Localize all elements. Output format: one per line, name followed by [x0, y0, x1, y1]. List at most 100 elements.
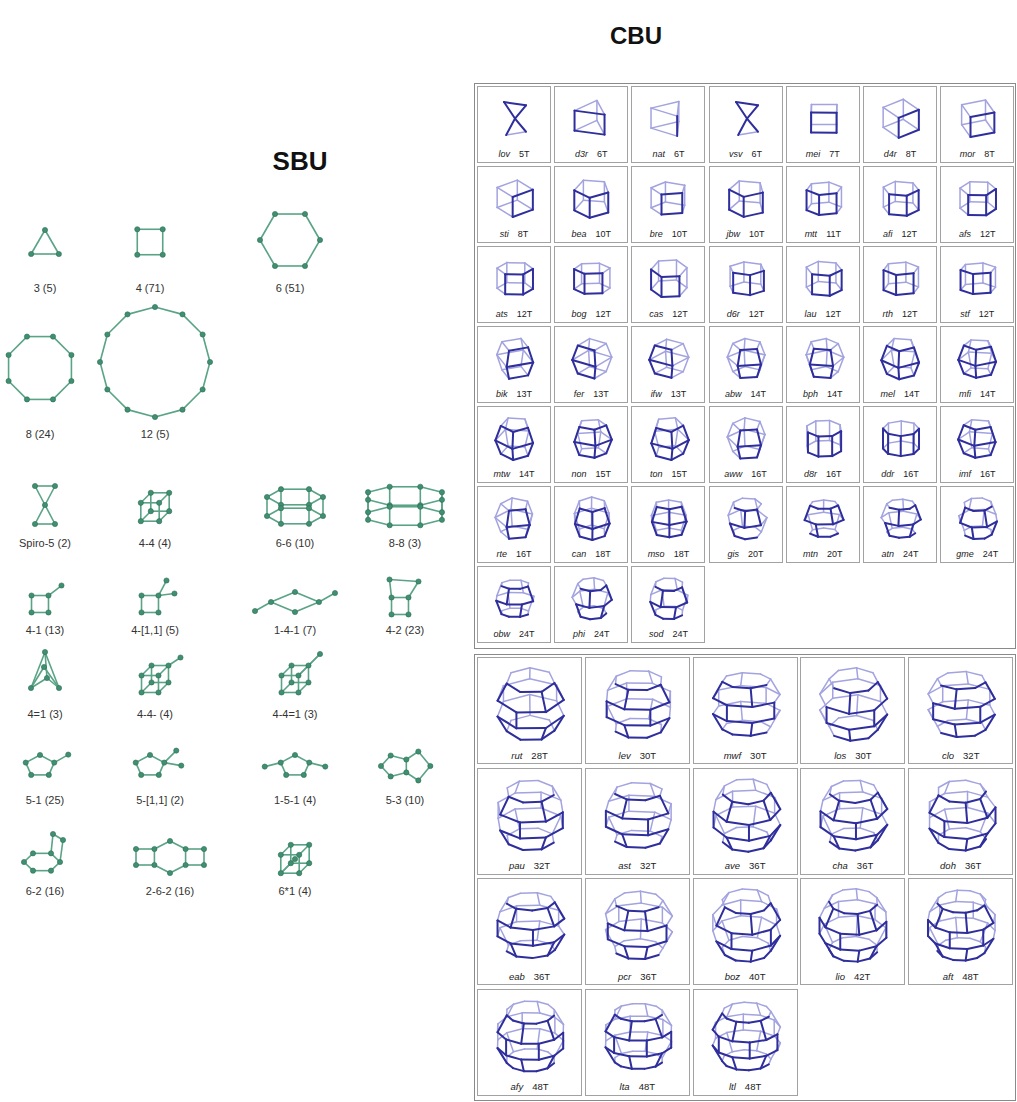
cbu-code: imf: [959, 470, 971, 480]
cage-edge: [615, 794, 627, 799]
cage-edge: [652, 443, 673, 448]
section-heading: SBU: [273, 146, 328, 177]
cage-edge: [804, 520, 815, 524]
cbu-code: afs: [959, 230, 971, 240]
sbu-atom: [147, 752, 152, 757]
sbu-bond: [390, 506, 421, 508]
cage-edge: [901, 421, 914, 423]
cage-edge: [732, 423, 739, 430]
cage-edge: [960, 188, 968, 195]
cage-edge: [991, 442, 996, 455]
cage-edge: [629, 811, 655, 812]
cage-edge: [607, 193, 609, 213]
cage-edge: [519, 827, 538, 829]
sbu-atom: [268, 599, 273, 604]
sbu-bond: [281, 504, 309, 506]
cage-edge: [507, 684, 521, 692]
cage-edge: [895, 181, 913, 183]
sbu-bond: [390, 486, 421, 488]
cage-edge: [526, 509, 530, 525]
cage-edge: [574, 190, 589, 198]
sbu-atom: [6, 352, 11, 357]
cage-edge: [851, 691, 869, 694]
t-atom-count: 24T: [519, 630, 535, 640]
cage-edge: [523, 800, 542, 803]
cage-edge: [601, 606, 604, 618]
cage-edge: [760, 674, 770, 679]
cage-edge: [960, 270, 962, 290]
cage-edge: [530, 715, 549, 720]
cage-edge: [744, 282, 761, 284]
cage-edge: [812, 274, 830, 276]
cage-edge: [507, 589, 509, 605]
cbu-code: bph: [803, 390, 818, 400]
cbu-drawing: [864, 407, 938, 468]
t-atom-count: 10T: [595, 230, 611, 240]
cage-edge: [605, 524, 610, 537]
cage-edge: [574, 180, 583, 190]
cage-edge: [959, 360, 965, 374]
cage-edge: [971, 112, 995, 117]
cage-edge: [965, 508, 973, 511]
cage-edge: [652, 522, 670, 525]
cbu-drawing: [632, 247, 706, 308]
cage-edge: [497, 263, 507, 269]
cage-edge: [729, 523, 734, 536]
cage-edge: [835, 113, 837, 133]
cbu-cell: obw24T: [477, 566, 551, 643]
cage-edge: [655, 345, 672, 349]
cage-edge: [515, 712, 517, 728]
cage-edge: [812, 528, 823, 530]
cage-edge: [960, 523, 972, 528]
cage-edge: [671, 432, 674, 449]
cage-edge: [606, 810, 622, 817]
sbu-bond: [305, 240, 320, 266]
cage-edge: [899, 110, 919, 118]
cbu-cell: d8r16T: [786, 406, 860, 483]
cage-edge: [502, 580, 510, 582]
cage-edge: [600, 283, 610, 288]
sbu-atom: [389, 612, 394, 617]
cage-edge: [840, 270, 842, 290]
cage-edge: [500, 796, 508, 814]
t-atom-count: 14T: [980, 390, 996, 400]
sbu-atom: [301, 772, 306, 777]
cage-edge: [807, 432, 809, 452]
cage-edge: [517, 200, 533, 209]
cage-edge: [517, 180, 519, 200]
cage-edge: [497, 187, 513, 196]
cage-edge: [660, 795, 668, 813]
cage-edge: [894, 339, 911, 340]
cage-edge: [887, 434, 889, 454]
cbu-code: ifw: [651, 390, 662, 400]
cage-edge: [962, 125, 971, 137]
sbu-label: 4-[1,1] (5): [131, 624, 179, 637]
cage-edge: [752, 718, 774, 722]
cage-edge: [861, 780, 864, 792]
cage-edge: [898, 524, 913, 525]
cage-edge: [749, 275, 751, 295]
cage-edge: [844, 779, 861, 781]
cage-edge: [973, 293, 990, 294]
cage-edge: [651, 128, 677, 136]
cage-edge: [682, 507, 687, 522]
cage-edge: [874, 710, 876, 726]
cage-edge: [898, 118, 900, 138]
cbu-cell: bik13T: [477, 326, 551, 403]
cbu-caption: d3r6T: [555, 150, 627, 160]
cage-edge: [595, 453, 607, 457]
sbu-label: 5-1 (25): [26, 794, 65, 807]
sbu-atom: [135, 252, 140, 257]
cage-edge: [810, 364, 833, 366]
cage-edge: [572, 597, 576, 604]
cbu-caption: mso18T: [632, 550, 704, 560]
cage-edge: [830, 350, 833, 366]
sbu-drawings: [6, 211, 445, 875]
cage-edge: [869, 730, 878, 738]
cage-edge: [742, 673, 760, 674]
cage-edge: [895, 275, 897, 295]
cage-edge: [810, 506, 818, 509]
cage-edge: [679, 276, 681, 296]
sbu-atom: [307, 760, 312, 765]
cage-edge: [593, 508, 605, 512]
